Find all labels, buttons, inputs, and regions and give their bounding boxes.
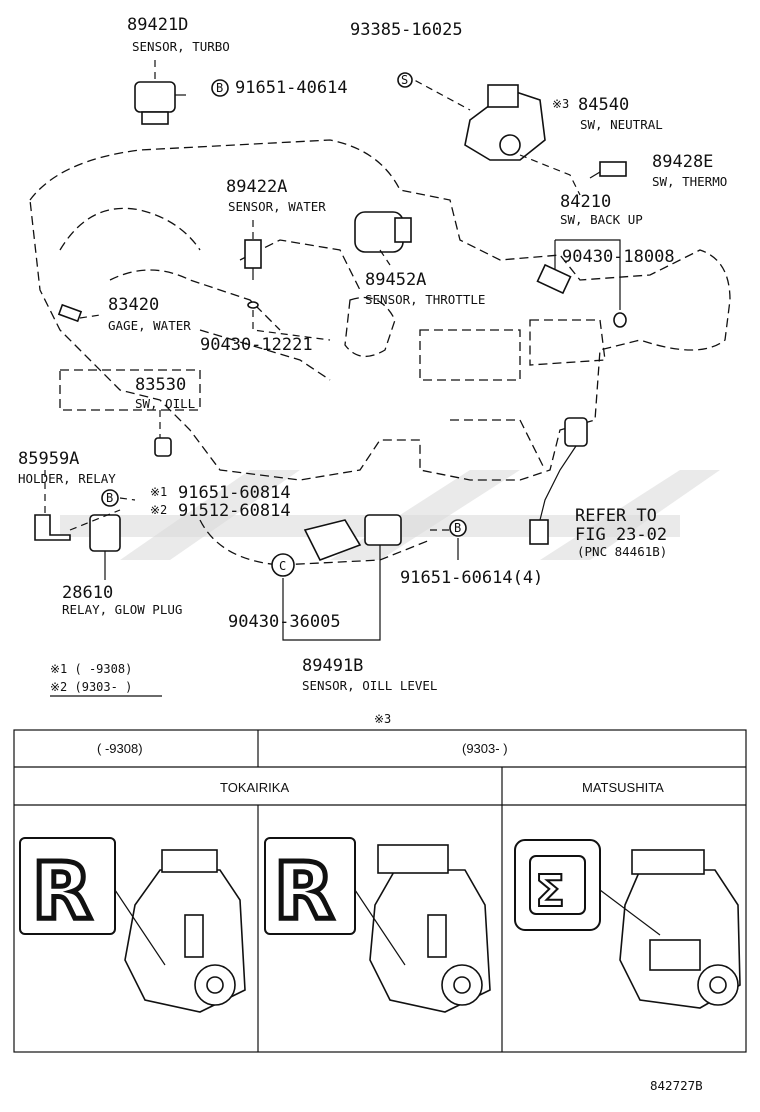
- maker-matsushita: MATSUSHITA: [582, 780, 664, 795]
- table-mark: ※3: [374, 712, 391, 726]
- figure-code: 842727B: [650, 1078, 703, 1093]
- part-number-93385: 93385-16025: [350, 20, 463, 40]
- part-name-89422A: SENSOR, WATER: [228, 199, 326, 214]
- engine-outline: [29, 139, 731, 566]
- note-91651-60814: ※1: [150, 485, 167, 499]
- water-sensor-drawing: [244, 239, 262, 309]
- footnote-2: ※2 (9303- ): [50, 680, 132, 694]
- part-number-91651-60614: 91651-60614(4): [400, 568, 543, 588]
- s-mark: [397, 72, 413, 88]
- s-mark-label: S: [401, 73, 408, 87]
- part-name-28610: RELAY, GLOW PLUG: [62, 602, 182, 617]
- variant-table: ※3 ( -9308) (9303- ) TOKAIRIKA MATSUSHIT…: [13, 712, 747, 1053]
- part-number-91651-60814: 91651-60814: [178, 483, 291, 503]
- period-1: ( -9308): [97, 741, 143, 756]
- b-mark-label-2: B: [106, 491, 113, 505]
- part-number-84540: 84540: [578, 95, 629, 115]
- variant-cell-1: R: [19, 837, 246, 1013]
- sensor-turbo-drawing: [134, 81, 186, 125]
- part-name-85959A: HOLDER, RELAY: [18, 471, 116, 486]
- part-name-89491B: SENSOR, OILL LEVEL: [302, 678, 437, 693]
- thermo-switch-drawing: [589, 161, 627, 179]
- part-number-90430-12221: 90430-12221: [200, 335, 313, 355]
- part-number-83530: 83530: [135, 375, 186, 395]
- neutral-switch-drawing: [464, 84, 546, 161]
- part-name-84210: SW, BACK UP: [560, 212, 643, 227]
- note-84540: ※3: [552, 97, 569, 111]
- relay-holder-drawing: [34, 514, 121, 580]
- refer-sensor-drawing: [529, 417, 588, 545]
- backup-switch-drawing: [536, 263, 627, 328]
- throttle-sensor-drawing: [354, 211, 412, 253]
- c-mark-label: C: [279, 559, 286, 573]
- part-number-28610: 28610: [62, 583, 113, 603]
- footnotes: ※1 ( -9308) ※2 (9303- ): [50, 662, 162, 697]
- part-number-83420: 83420: [108, 295, 159, 315]
- refer-line-2: FIG 23-02: [575, 525, 667, 545]
- b-mark-label-1: B: [216, 81, 223, 95]
- part-number-89491B: 89491B: [302, 656, 363, 676]
- circle-marks: S B B B C: [101, 72, 467, 573]
- b-mark-label-3: B: [454, 521, 461, 535]
- part-number-89422A: 89422A: [226, 177, 287, 197]
- part-number-84210: 84210: [560, 192, 611, 212]
- variant-cell-3: Σ: [514, 839, 741, 1009]
- logo-r-1: R: [32, 847, 92, 937]
- footnote-1: ※1 ( -9308): [50, 662, 132, 676]
- part-name-84540: SW, NEUTRAL: [580, 117, 663, 132]
- note-91512-60814: ※2: [150, 503, 167, 517]
- logo-sigma: Σ: [535, 866, 565, 917]
- period-2: (9303- ): [462, 741, 508, 756]
- part-number-91512-60814: 91512-60814: [178, 501, 291, 521]
- part-number-85959A: 85959A: [18, 449, 79, 469]
- oil-switch-drawing: [154, 437, 172, 457]
- part-name-83420: GAGE, WATER: [108, 318, 191, 333]
- part-number-90430-36005: 90430-36005: [228, 612, 341, 632]
- part-labels: 89421D SENSOR, TURBO 93385-16025 91651-4…: [18, 15, 727, 693]
- leader-lines: [44, 60, 621, 641]
- part-number-89452A: 89452A: [365, 270, 426, 290]
- part-name-89421D: SENSOR, TURBO: [132, 39, 230, 54]
- water-gage-drawing: [57, 303, 83, 323]
- variant-cell-2: R: [264, 837, 491, 1013]
- part-name-89428E: SW, THERMO: [652, 174, 727, 189]
- refer-line-1: REFER TO: [575, 506, 657, 526]
- part-number-89428E: 89428E: [652, 152, 713, 172]
- oil-level-sensor-drawing: [271, 514, 402, 577]
- part-name-89452A: SENSOR, THROTTLE: [365, 292, 485, 307]
- part-number-89421D: 89421D: [127, 15, 188, 35]
- part-number-90430-18008: 90430-18008: [562, 247, 675, 267]
- refer-line-3: (PNC 84461B): [577, 544, 667, 559]
- part-number-91651-40614: 91651-40614: [235, 78, 348, 98]
- logo-r-2: R: [274, 847, 334, 937]
- part-name-83530: SW, OILL: [135, 396, 195, 411]
- maker-tokairika: TOKAIRIKA: [220, 780, 289, 795]
